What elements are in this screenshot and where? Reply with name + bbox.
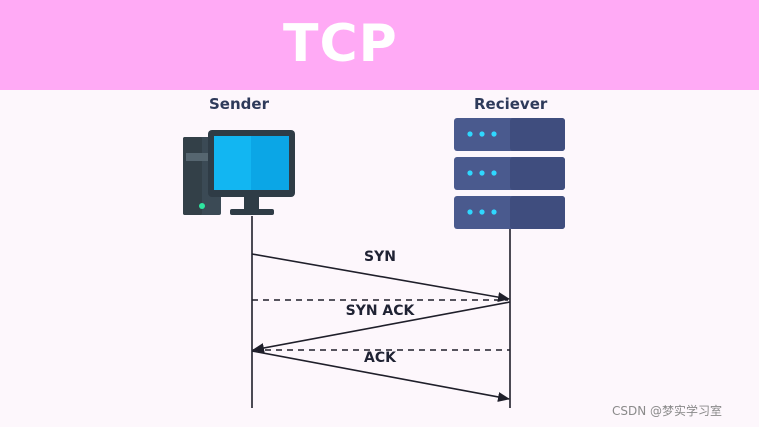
receiver-label: Reciever (474, 95, 548, 113)
syn-ack-arrow (252, 301, 511, 353)
syn-ack-label: SYN ACK (345, 303, 415, 319)
title-banner: TCP (0, 0, 759, 90)
syn-arrow (251, 253, 510, 303)
ack-arrow (251, 350, 510, 402)
ack-label: ACK (364, 350, 396, 366)
server-icon (454, 118, 565, 229)
sender-label: Sender (209, 95, 269, 113)
watermark: CSDN @梦实学习室 (612, 404, 723, 418)
page-title: TCP (283, 14, 398, 74)
computer-icon (183, 130, 295, 215)
syn-label: SYN (364, 249, 396, 265)
